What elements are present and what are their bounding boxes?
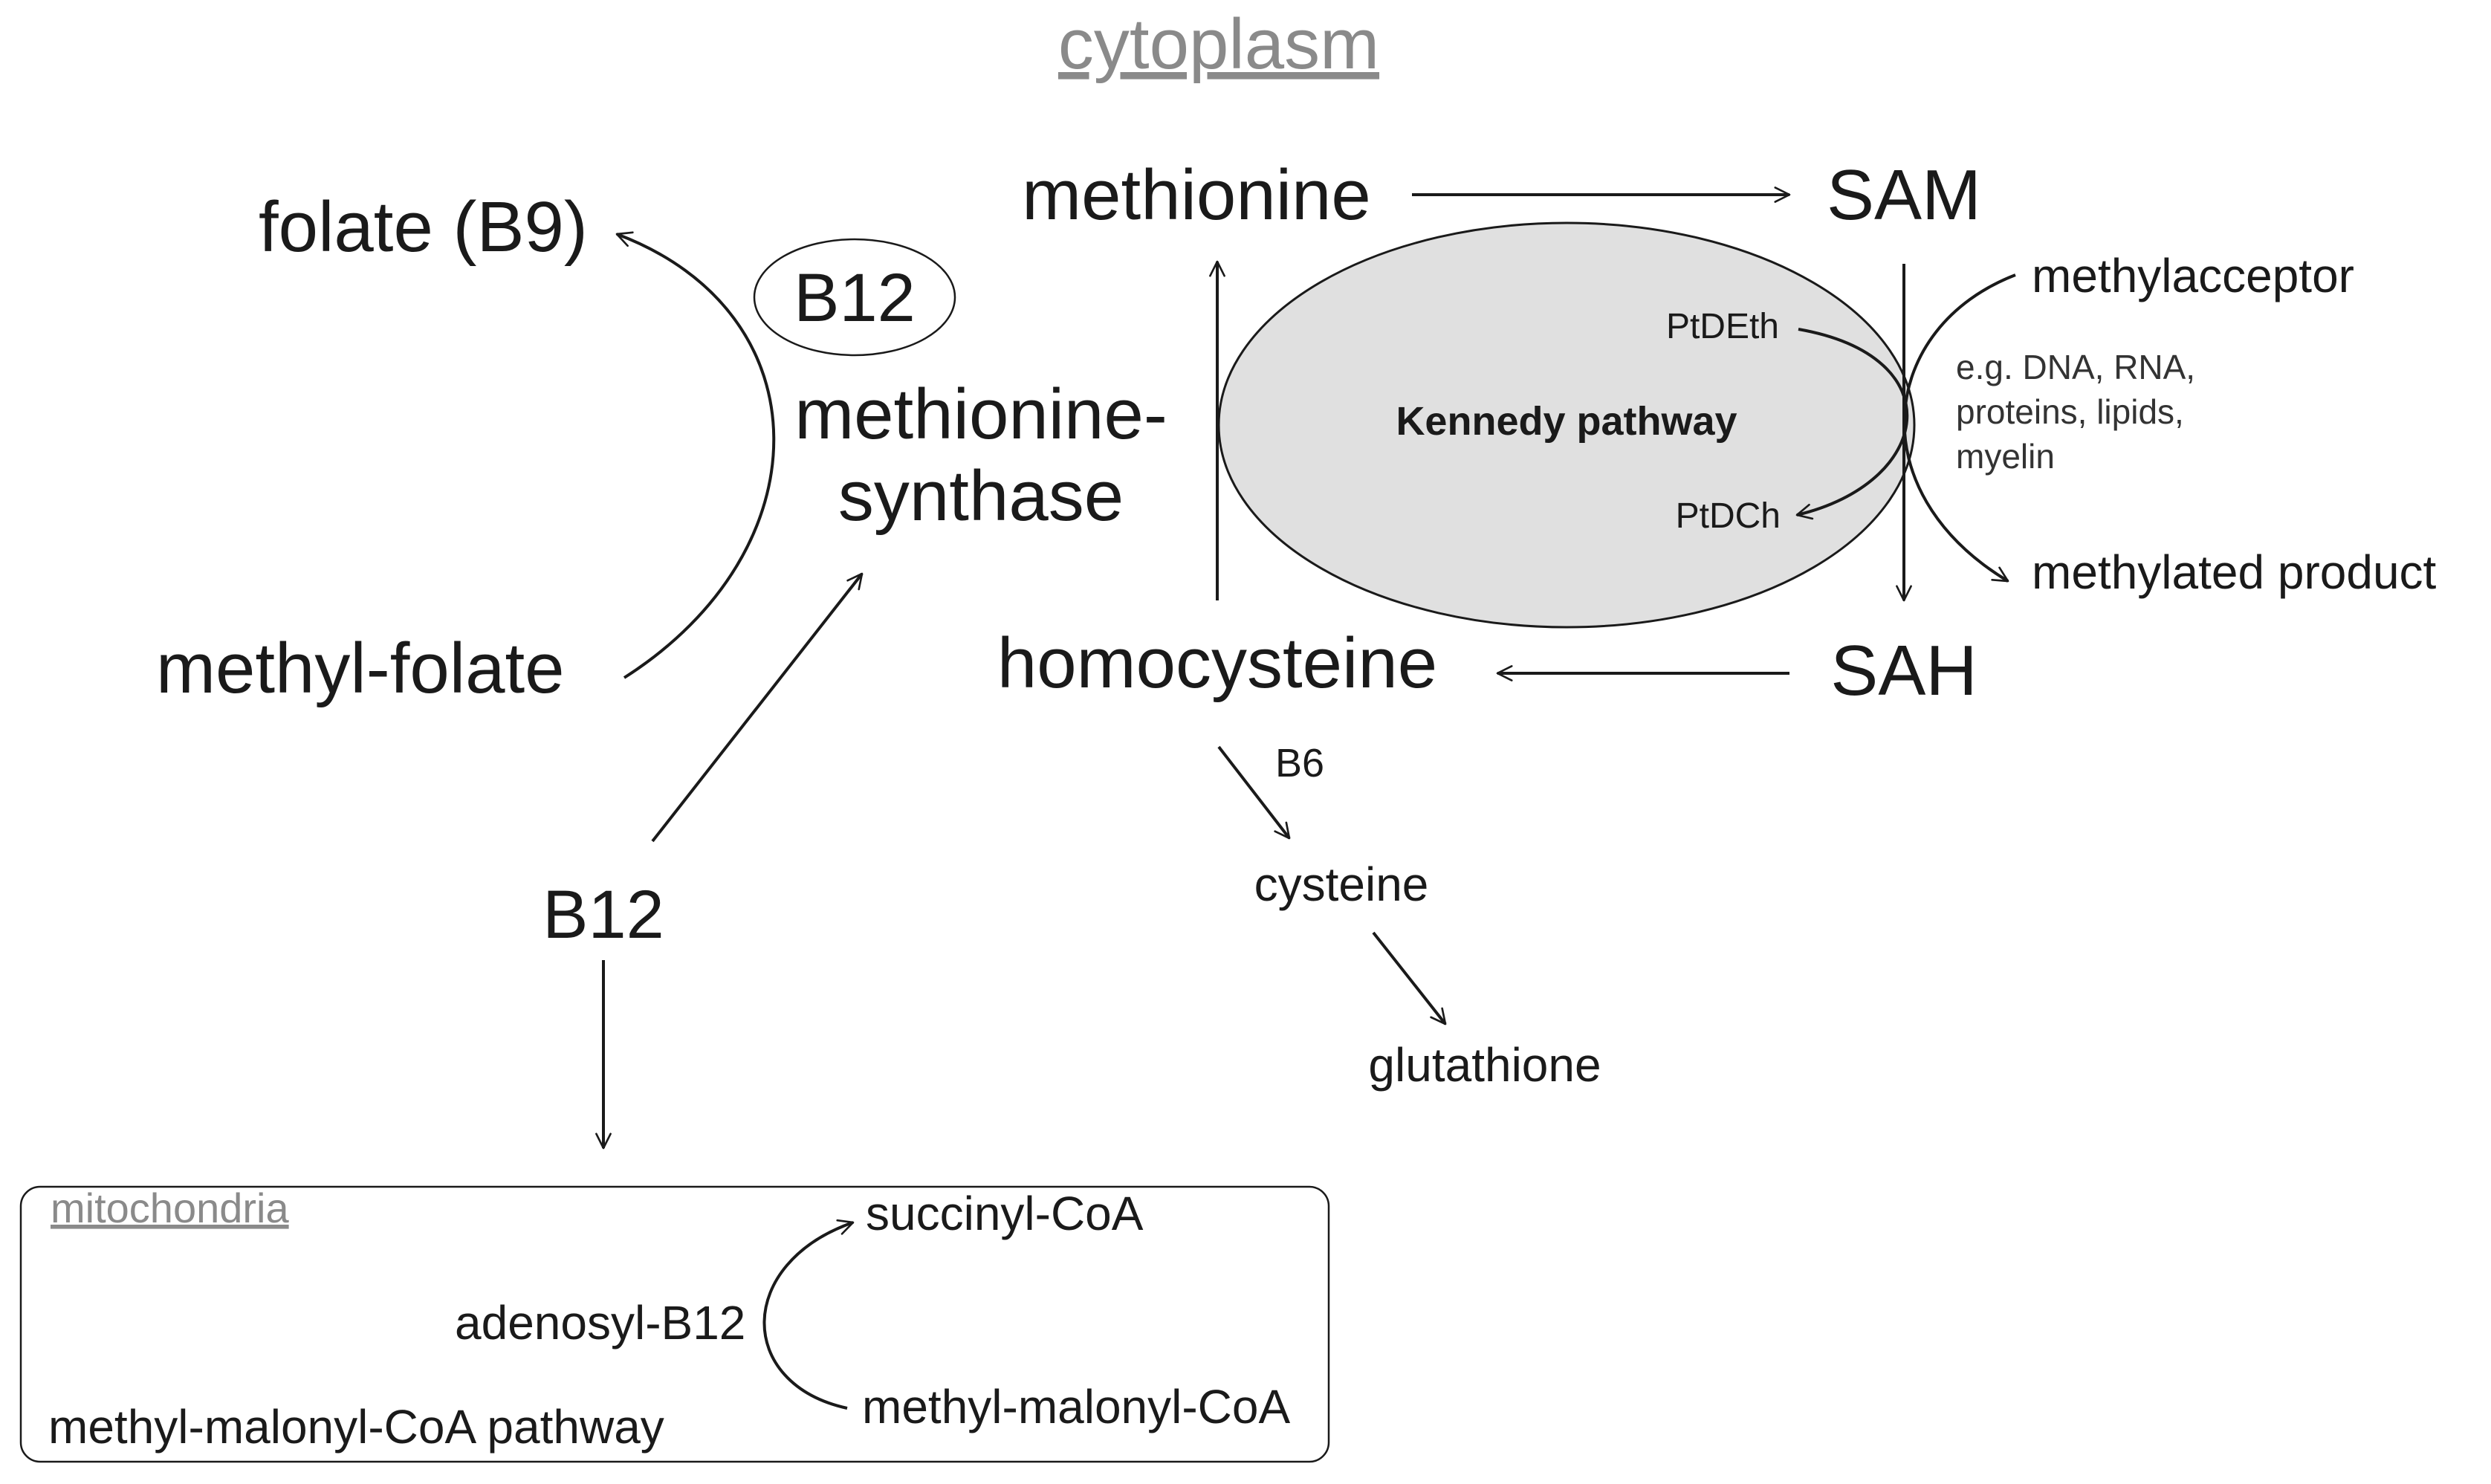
methylation-arrow (1902, 273, 2016, 583)
b12-cofactor-label: B12 (794, 260, 916, 336)
methyl-folate-label: methyl-folate (156, 629, 565, 708)
kennedy-pathway-label: Kennedy pathway (1396, 399, 1737, 444)
ptdch-label: PtDCh (1676, 496, 1781, 536)
b12-to-enzyme-arrow (651, 572, 864, 843)
succinyl-coa-label: succinyl-CoA (866, 1187, 1144, 1240)
methionine-synthase-line2: synthase (838, 456, 1124, 536)
mitochondria-label: mitochondria (51, 1185, 289, 1231)
b6-label: B6 (1275, 741, 1324, 785)
sah-label: SAH (1830, 631, 1977, 710)
methyl-folate-to-folate-arrow (615, 231, 776, 679)
mitochondria-box (19, 1185, 1330, 1463)
cytoplasm-label: cytoplasm (1058, 4, 1379, 84)
methylacceptor-examples-line2: proteins, lipids, (1956, 392, 2184, 431)
methylacceptor-examples-line1: e.g. DNA, RNA, (1956, 348, 2195, 386)
homocysteine-to-cysteine-arrow (1217, 745, 1291, 840)
b12-cofactor-ellipse (753, 238, 956, 357)
adenosyl-b12-label: adenosyl-B12 (455, 1296, 745, 1349)
sam-label: SAM (1827, 155, 1981, 235)
methionine-label: methionine (1022, 155, 1371, 235)
methylated-product-label: methylated product (2032, 545, 2437, 599)
folate-label: folate (B9) (259, 187, 588, 267)
homocysteine-label: homocysteine (997, 623, 1437, 703)
ptdeth-label: PtDEth (1666, 307, 1779, 346)
methylacceptor-examples-line3: myelin (1956, 437, 2055, 476)
glutathione-label: glutathione (1368, 1038, 1601, 1092)
methionine-synthase-line1: methionine- (794, 375, 1167, 454)
ptdeth-to-ptdch-arrow (1795, 328, 1908, 520)
methyl-malonyl-coa-label: methyl-malonyl-CoA (862, 1380, 1290, 1433)
b12-label: B12 (542, 877, 664, 953)
methyl-malonyl-coa-pathway-label: methyl-malonyl-CoA pathway (48, 1400, 664, 1454)
cysteine-label: cysteine (1254, 858, 1429, 911)
methyl-malonyl-coa-to-succinyl-coa-arrow (762, 1219, 855, 1410)
cysteine-to-glutathione-arrow (1372, 931, 1447, 1025)
methylacceptor-label: methylacceptor (2032, 249, 2354, 302)
